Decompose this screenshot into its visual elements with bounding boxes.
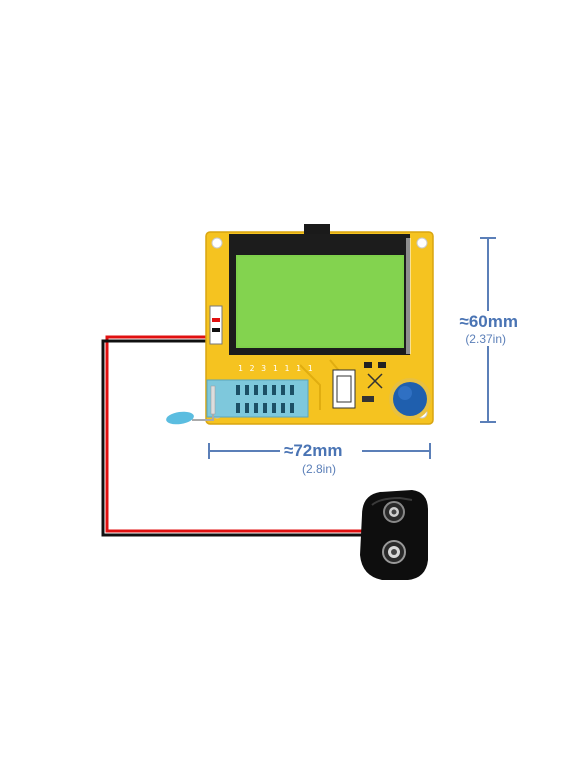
- zif-pin-slot: [290, 403, 294, 413]
- test-push-button: [389, 378, 431, 420]
- zif-pin-slot: [281, 403, 285, 413]
- lcd-display: [229, 224, 411, 355]
- zif-pin-slot: [263, 385, 267, 395]
- height-dimension-inches: (2.37in): [465, 332, 506, 346]
- zif-pin-slot: [263, 403, 267, 413]
- battery-snap-connector: [360, 490, 428, 580]
- black-wire: [101, 339, 365, 537]
- zif-pin-slot: [236, 403, 240, 413]
- red-wire: [105, 335, 365, 533]
- pcb-pin-labels: 1 2 3 1 1 1 1: [238, 364, 314, 373]
- width-dimension-label: ≈72mm: [284, 441, 343, 460]
- height-dimension-label: ≈60mm: [459, 311, 518, 333]
- zif-socket: [166, 379, 309, 425]
- width-dimension-inches: (2.8in): [302, 462, 337, 476]
- zif-socket-pins: [236, 385, 294, 413]
- zif-pin-slot: [236, 385, 240, 395]
- width-dimension-line: [208, 443, 431, 459]
- zif-pin-slot: [245, 385, 249, 395]
- zif-pin-slot: [290, 385, 294, 395]
- zif-pin-slot: [254, 385, 258, 395]
- zif-pin-slot: [281, 385, 285, 395]
- zif-pin-slot: [272, 403, 276, 413]
- zif-pin-slot: [245, 403, 249, 413]
- zif-pin-slot: [254, 403, 258, 413]
- smd-components: [332, 362, 386, 409]
- zif-pin-slot: [272, 385, 276, 395]
